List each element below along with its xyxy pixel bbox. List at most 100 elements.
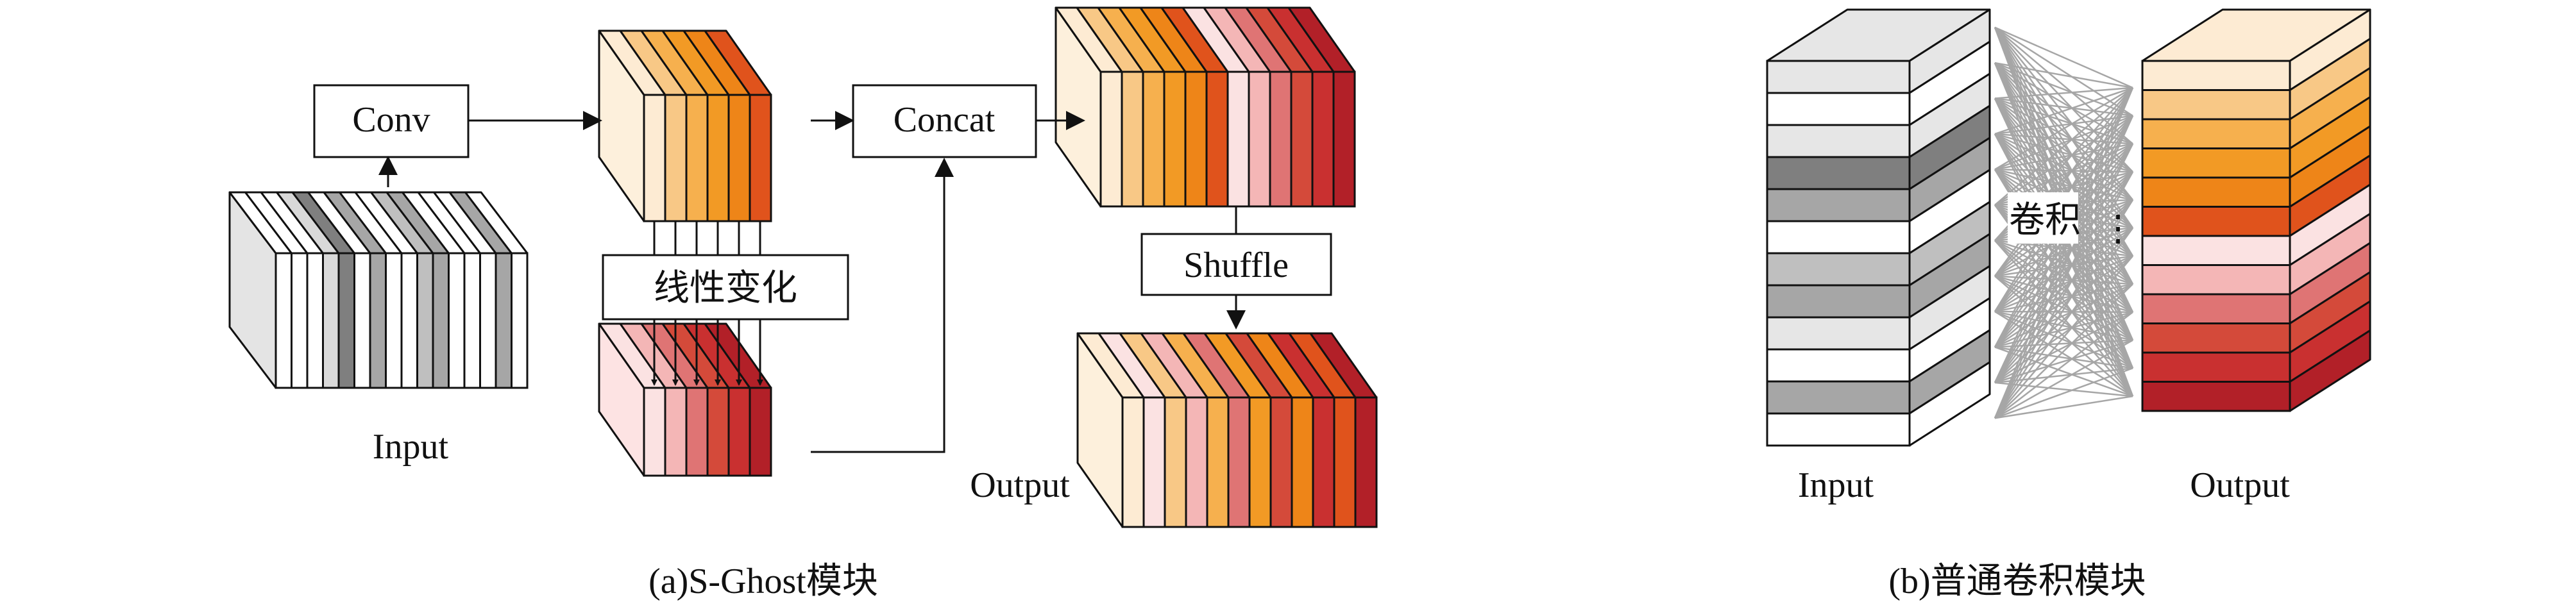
row-front-slice (2141, 235, 2291, 266)
linear-output-block (598, 322, 772, 477)
conn-line (1994, 199, 2134, 419)
block-slice (1163, 71, 1187, 208)
conn-line (1994, 87, 2134, 419)
row-front-slice (1766, 156, 1911, 190)
block-slice (1291, 396, 1314, 528)
conn-line (1994, 199, 2133, 313)
block-slice (1269, 396, 1293, 528)
block-slice (1164, 396, 1187, 528)
block-slice (1332, 71, 1356, 208)
b-output-block (2141, 8, 2371, 412)
block-slice (1142, 396, 1166, 528)
conn-line (1994, 346, 2133, 369)
conn-line (1994, 115, 2134, 383)
row-front-slice (2141, 147, 2291, 179)
input-feature-block (228, 191, 529, 389)
block-slice (1185, 396, 1208, 528)
b-input-label: Input (1798, 465, 1874, 505)
conn-line (1994, 227, 2134, 419)
row-front-slice (1766, 284, 1911, 319)
linear-transform-box (602, 254, 849, 321)
block-slice (749, 387, 772, 477)
block-slice (1269, 71, 1292, 208)
conn-line (1994, 26, 2133, 89)
row-front-slice (1766, 220, 1911, 254)
row-front-slice (2141, 293, 2291, 324)
conn-line (1994, 199, 2133, 348)
input-slice (400, 252, 418, 389)
row-front-slice (1766, 348, 1911, 383)
row-front-slice (2141, 176, 2291, 208)
conn-line (1994, 227, 2133, 313)
row-front-slice (1766, 188, 1911, 222)
row-front-slice (2141, 351, 2291, 383)
conn-line (1994, 367, 2133, 419)
conn-line (1994, 227, 2133, 383)
concat-label: Concat (894, 100, 996, 140)
block-slice (706, 387, 730, 477)
block-slice (1205, 71, 1229, 208)
conn-line (1994, 311, 2133, 419)
conv-label-bg (2008, 192, 2078, 244)
row-front-slice (1766, 316, 1911, 351)
block-slice (749, 94, 772, 222)
conn-line (1994, 339, 2133, 348)
block-slice (727, 94, 751, 222)
input-slice (337, 252, 355, 389)
block-slice (706, 94, 730, 222)
input-slice (306, 252, 324, 389)
input-label: Input (373, 427, 449, 467)
block-slice (664, 387, 688, 477)
input-slice (432, 252, 450, 389)
conn-line (1994, 171, 2133, 348)
block-slice (1311, 71, 1335, 208)
block-slice (1333, 396, 1357, 528)
row-front-slice (2141, 89, 2291, 121)
input-slice (416, 252, 434, 389)
block-slice (1184, 71, 1208, 208)
block-slice (1248, 71, 1271, 208)
block-slice (643, 387, 666, 477)
input-slice (353, 252, 371, 389)
block-slice (1248, 396, 1272, 528)
input-slice (511, 252, 529, 389)
conn-line (1994, 115, 2134, 419)
block-slice (1312, 396, 1335, 528)
row-front-slice (2141, 60, 2291, 91)
input-slice (369, 252, 387, 389)
row-front-slice (2141, 381, 2291, 412)
row-front-slice (2141, 264, 2291, 296)
input-slice (463, 252, 481, 389)
caption-b: (b)普通卷积模块 (1888, 562, 2146, 601)
conn-line (1994, 87, 2133, 99)
conv-label-b: 卷积 (2009, 199, 2081, 241)
output-label: Output (970, 465, 1070, 505)
conv-output-block (598, 29, 772, 222)
row-front-slice (1766, 412, 1911, 447)
row-front-slice (2141, 206, 2291, 237)
b-input-block (1766, 8, 1991, 447)
conn-line (1994, 143, 2134, 383)
input-slice (479, 252, 497, 389)
block-slice (1142, 71, 1165, 208)
conv-label: Conv (352, 100, 430, 140)
block-slice (643, 94, 666, 222)
block-slice (685, 94, 709, 222)
conn-line (1994, 346, 2133, 397)
conn-line (1994, 367, 2133, 384)
conn-line (1994, 143, 2134, 348)
conn-line (1994, 171, 2134, 419)
block-slice (1121, 71, 1144, 208)
row-front-slice (1766, 60, 1911, 94)
row-front-slice (1766, 252, 1911, 287)
row-front-slice (1766, 124, 1911, 158)
conn-line (1994, 62, 2133, 89)
conn-line (1994, 227, 2133, 348)
ellipsis-icon: ⋮ (2100, 209, 2136, 249)
row-front-slice (1766, 92, 1911, 126)
conn-line (1994, 143, 2134, 419)
input-slice (291, 252, 309, 389)
block-slice (664, 94, 688, 222)
input-slice (385, 252, 403, 389)
